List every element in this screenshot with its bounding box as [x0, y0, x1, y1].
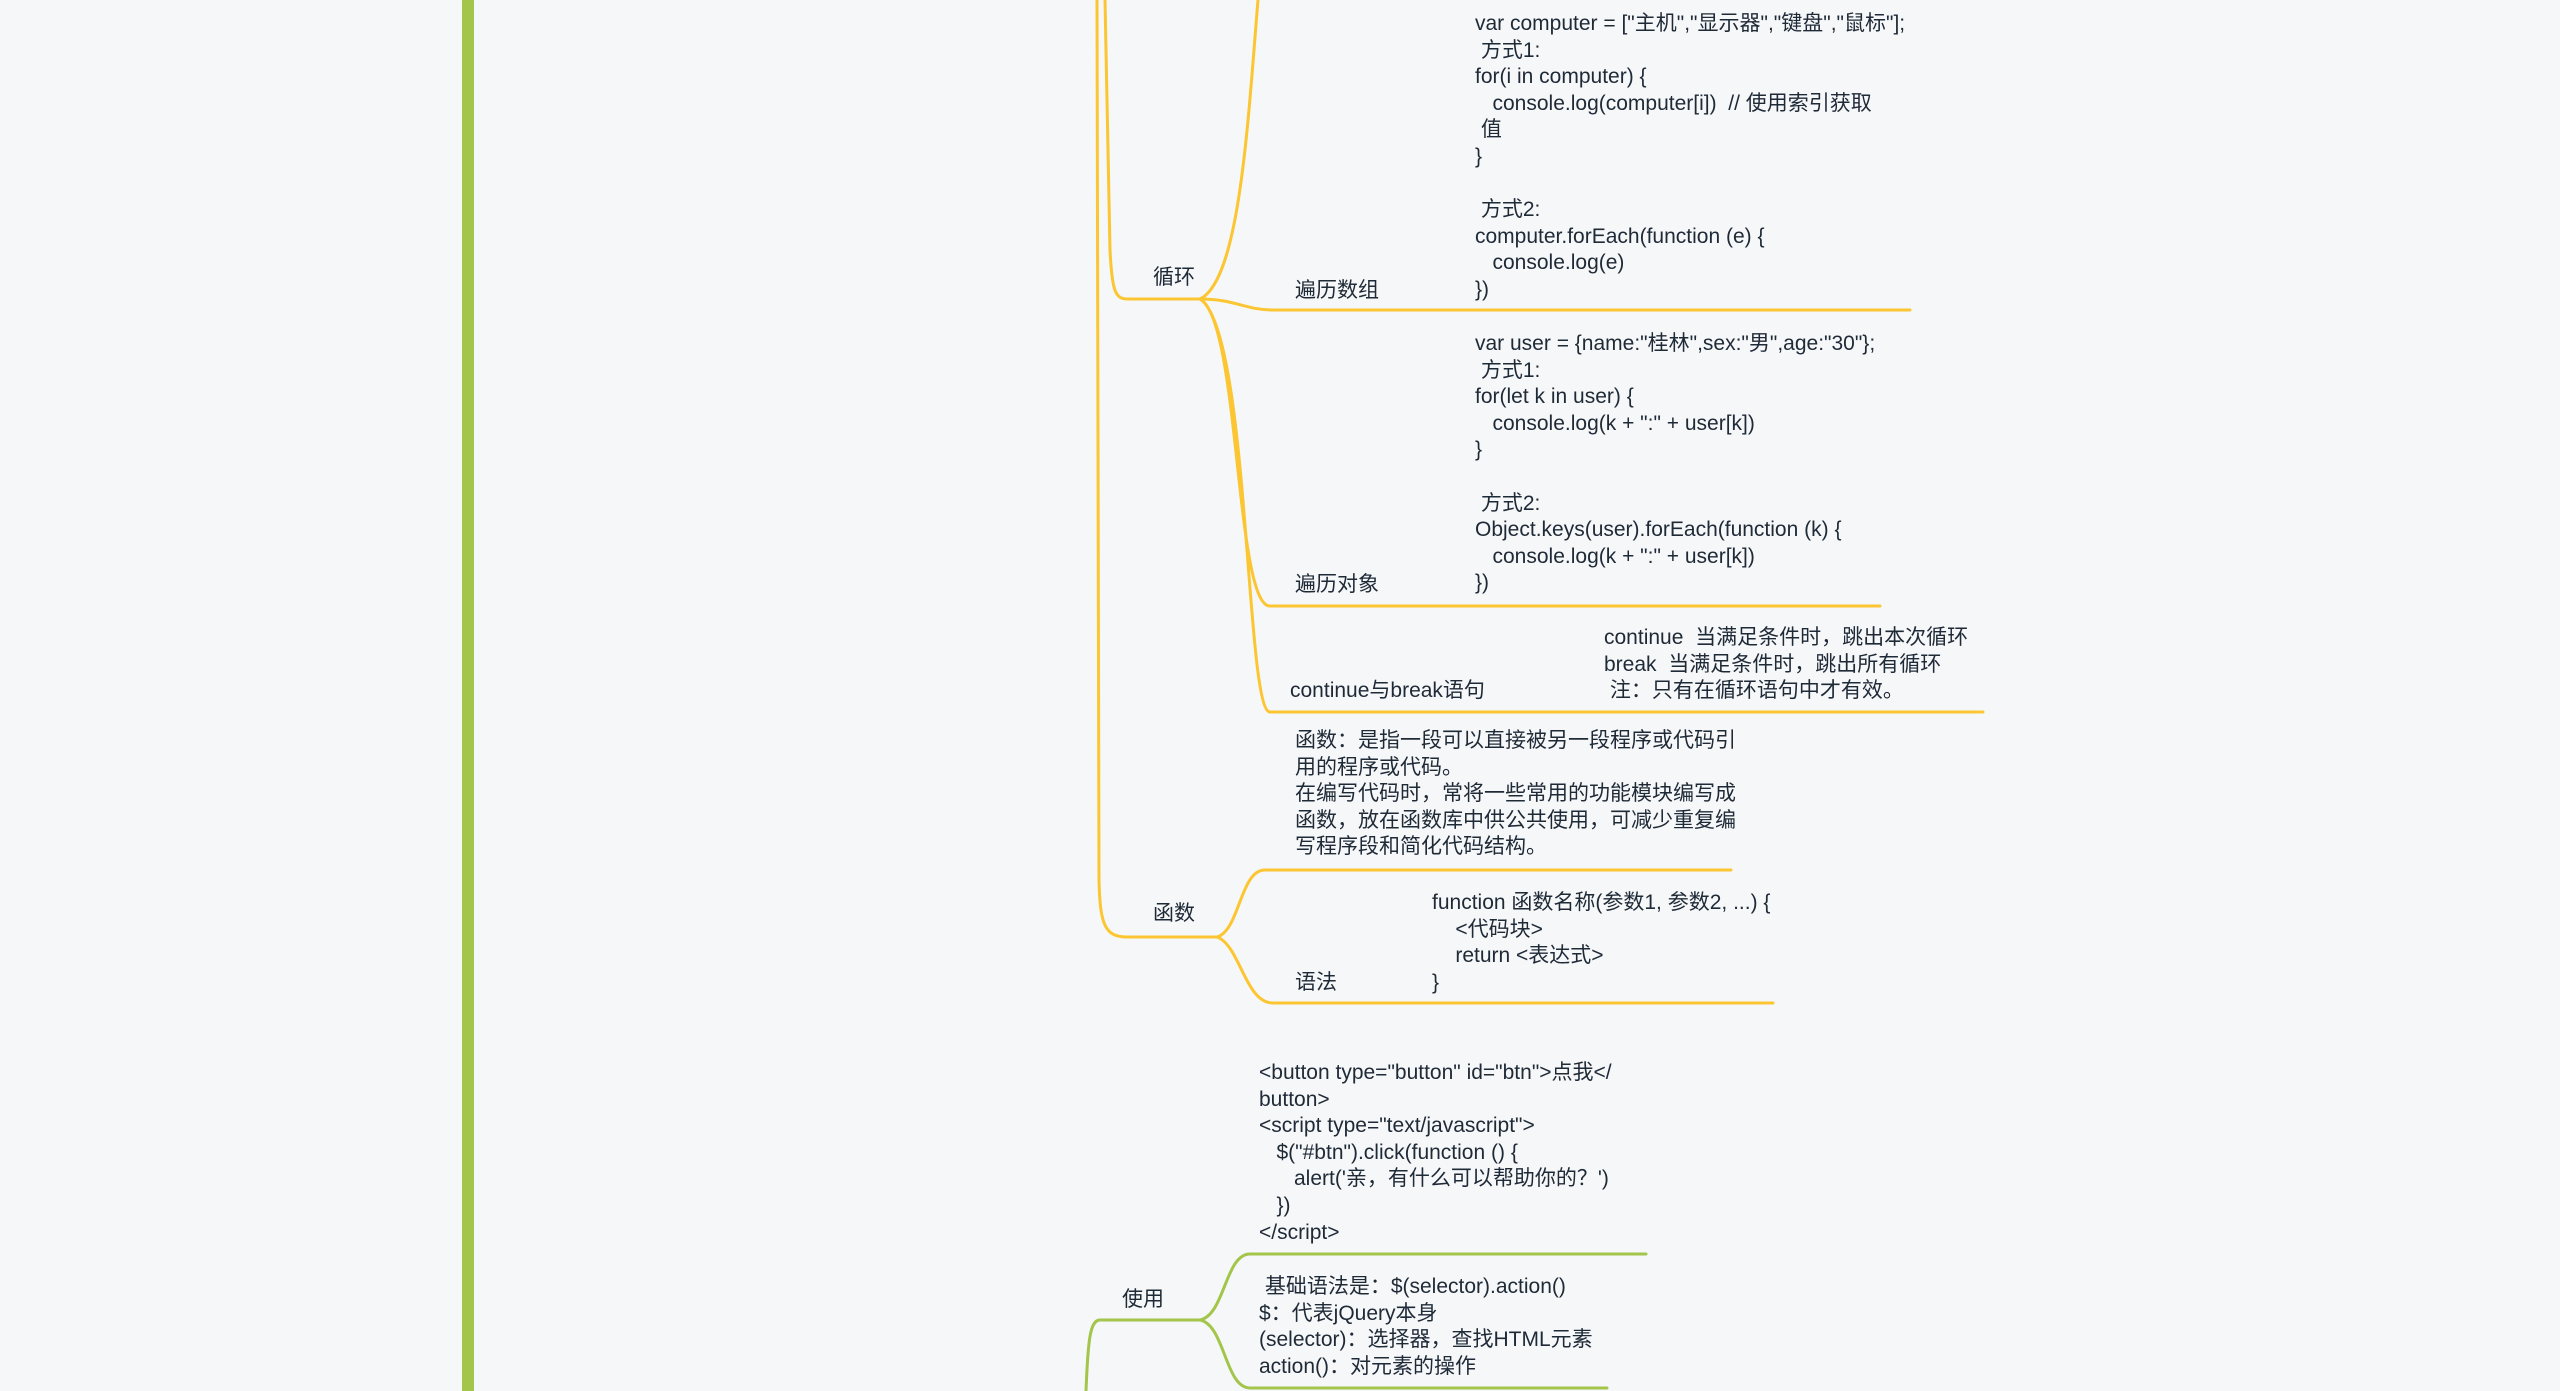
- connector-iterate-array: [1198, 297, 1912, 312]
- connector-usage: [1084, 1318, 1202, 1391]
- connector-usage-basics: [1198, 1318, 1609, 1390]
- connector-loop: [1103, 0, 1202, 301]
- node-syntax[interactable]: 语法: [1295, 971, 1337, 994]
- connector-usage-example: [1198, 1252, 1648, 1322]
- node-iterate-array[interactable]: 遍历数组: [1295, 279, 1379, 302]
- node-iterate-object[interactable]: 遍历对象: [1295, 573, 1379, 596]
- node-loop[interactable]: 循环: [1153, 266, 1195, 289]
- connector-continue-break: [1198, 297, 1985, 714]
- note-iterate-object[interactable]: var user = {name:"桂林",sex:"男",age:"30"};…: [1475, 332, 1876, 595]
- node-usage-example[interactable]: <button type="button" id="btn">点我</ butt…: [1259, 1061, 1612, 1244]
- node-function-description[interactable]: 函数：是指一段可以直接被另一段程序或代码引 用的程序或代码。 在编写代码时，常将…: [1295, 729, 1736, 859]
- note-syntax[interactable]: function 函数名称(参数1, 参数2, ...) { <代码块> ret…: [1432, 891, 1771, 994]
- connector-loop-up: [1198, 0, 1260, 301]
- connector-func-desc: [1215, 868, 1733, 939]
- node-function[interactable]: 函数: [1153, 902, 1195, 925]
- green-branch-bar: [462, 0, 474, 1391]
- node-usage-basics[interactable]: 基础语法是：$(selector).action() $：代表jQuery本身 …: [1259, 1275, 1593, 1378]
- node-continue-break[interactable]: continue与break语句: [1290, 679, 1485, 702]
- node-usage[interactable]: 使用: [1122, 1288, 1164, 1311]
- connector-syntax: [1215, 935, 1775, 1005]
- note-continue-break[interactable]: continue 当满足条件时，跳出本次循环 break 当满足条件时，跳出所有…: [1604, 626, 1969, 703]
- note-iterate-array[interactable]: var computer = ["主机","显示器","键盘","鼠标"]; 方…: [1475, 12, 1906, 301]
- connector-function: [1095, 0, 1219, 939]
